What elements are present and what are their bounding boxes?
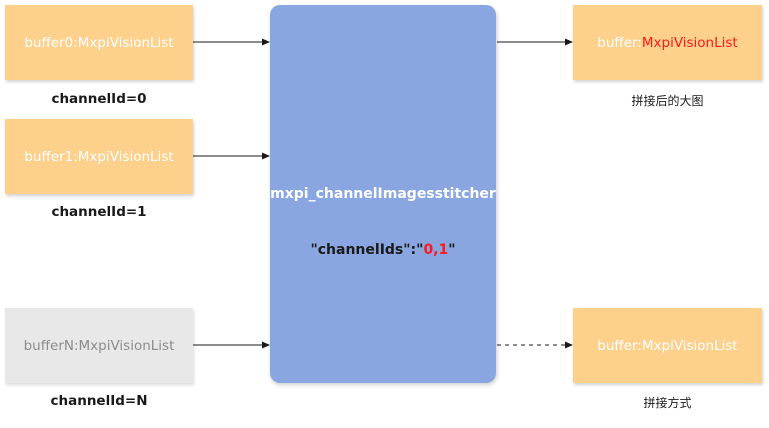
output-stitched-box: buffer:MxpiVisionList [573,5,762,80]
plugin-param-key: "channelIds":" [310,242,424,258]
input-buffer1-box: buffer1:MxpiVisionList [5,119,193,194]
output-stitched-label-type: MxpiVisionList [641,34,738,51]
input-buffer1-channel: channelId=1 [51,204,147,220]
output-method-label: buffer:MxpiVisionList [597,337,738,354]
output-method-box: buffer:MxpiVisionList [573,308,762,383]
plugin-param-value: 0,1 [423,242,449,258]
plugin-param-end: " [448,242,456,258]
output-method-caption: 拼接方式 [643,396,692,410]
plugin-box: mxpi_channelImagesstitcher "channelIds":… [270,5,496,383]
input-bufferN-channel: channelId=N [50,393,148,409]
input-buffer1-label: buffer1:MxpiVisionList [24,148,174,165]
plugin-name: mxpi_channelImagesstitcher [270,186,496,202]
input-buffer0-channel: channelId=0 [51,91,147,107]
output-stitched-label-prefix: buffer: [597,34,642,51]
input-bufferN-box: bufferN:MxpiVisionList [5,308,193,383]
input-buffer0-label: buffer0:MxpiVisionList [24,34,174,51]
input-bufferN-label: bufferN:MxpiVisionList [23,337,175,354]
plugin-param: "channelIds":"0,1" [270,242,496,258]
output-stitched-caption: 拼接后的大图 [631,94,704,108]
output-stitched-label: buffer:MxpiVisionList [597,35,737,51]
input-buffer0-box: buffer0:MxpiVisionList [5,5,193,80]
